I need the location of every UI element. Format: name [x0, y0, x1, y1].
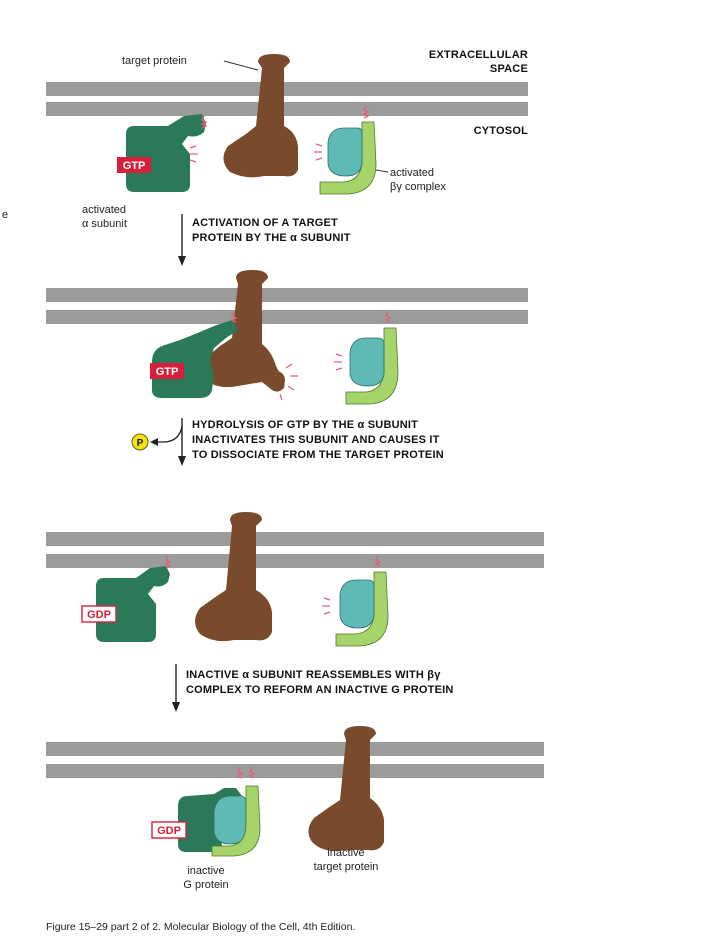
step-2: P HYDROLYSIS OF GTP BY THE α SUBUNIT INA…	[131, 418, 444, 466]
alpha-lipid-anchor	[200, 115, 208, 129]
membrane-outer-leaflet	[46, 82, 528, 96]
alpha-subunit-label: α subunit	[82, 218, 127, 230]
membrane-inner-leaflet	[46, 764, 544, 778]
bg-complex-label: βγ complex	[390, 181, 446, 193]
gdp-badge: GDP	[81, 605, 117, 623]
membrane-inner-leaflet	[46, 310, 528, 324]
bg-activation-marks	[314, 143, 323, 161]
panel-2: GTP	[46, 270, 528, 405]
beta-lipid-anchor	[248, 767, 256, 779]
membrane-inner-leaflet	[46, 554, 544, 568]
step-2-line-2: INACTIVATES THIS SUBUNIT AND CAUSES IT	[192, 434, 440, 446]
step-3-line-1: INACTIVE α SUBUNIT REASSEMBLES WITH βγ	[186, 669, 441, 681]
alpha-activation-marks	[189, 145, 198, 163]
step-1-line-2: PROTEIN BY THE α SUBUNIT	[192, 232, 351, 244]
figure-caption: Figure 15–29 part 2 of 2. Molecular Biol…	[46, 921, 355, 933]
target-protein-leader	[223, 60, 259, 71]
panel-4: GDP inactive G protein inactive target p…	[46, 726, 544, 891]
gtp-badge-bound: GTP	[150, 363, 184, 379]
cytosol-label: CYTOSOL	[474, 125, 528, 137]
phosphate-icon: P	[131, 433, 149, 451]
membrane-outer-leaflet	[46, 742, 544, 756]
membrane-inner-leaflet	[46, 102, 528, 116]
extracellular-space-label: SPACE	[490, 63, 528, 75]
svg-text:GTP: GTP	[156, 366, 179, 378]
alpha-lipid-anchor	[236, 767, 244, 779]
gtp-badge: GTP	[117, 157, 151, 173]
bg-activation-marks	[322, 597, 331, 615]
target-protein-label: target protein	[122, 55, 187, 67]
activated-bg-label: activated	[390, 167, 434, 179]
alpha-lipid-anchor	[230, 311, 238, 323]
svg-text:GDP: GDP	[157, 825, 181, 837]
target-protein-inactive	[308, 726, 384, 851]
gamma-subunit	[327, 127, 363, 177]
inactive-g-label: inactive	[187, 865, 224, 877]
step-3: INACTIVE α SUBUNIT REASSEMBLES WITH βγ C…	[172, 664, 454, 712]
target-protein	[223, 54, 298, 178]
svg-text:GTP: GTP	[123, 160, 146, 172]
gamma-subunit	[213, 795, 247, 845]
svg-text:P: P	[137, 438, 144, 449]
bg-label-leader	[375, 169, 389, 173]
target-activation-marks	[279, 363, 298, 401]
inactive-target-protein-label: target protein	[314, 861, 379, 873]
activated-alpha-label: activated	[82, 204, 126, 216]
gdp-badge: GDP	[151, 821, 187, 839]
beta-lipid-anchor	[384, 311, 392, 323]
g-protein-label: G protein	[183, 879, 228, 891]
inactive-target-label: inactive	[327, 847, 364, 859]
svg-text:GDP: GDP	[87, 609, 111, 621]
alpha-subunit-inactive	[96, 566, 170, 642]
bg-activation-marks	[334, 353, 343, 371]
gamma-subunit	[349, 337, 385, 387]
alpha-subunit	[126, 114, 206, 192]
beta-lipid-anchor	[374, 555, 382, 567]
panel-1: target protein EXTRACELLULAR SPACE CYTOS…	[2, 49, 528, 230]
beta-subunit	[335, 571, 389, 647]
extracellular-label: EXTRACELLULAR	[429, 49, 528, 61]
step-1: ACTIVATION OF A TARGET PROTEIN BY THE α …	[178, 214, 351, 266]
step-1-line-1: ACTIVATION OF A TARGET	[192, 217, 338, 229]
beta-subunit	[211, 785, 261, 857]
alpha-lipid-anchor	[164, 555, 172, 569]
target-protein-activated	[202, 270, 285, 392]
phosphate-release-arrow	[156, 425, 183, 443]
panel-3: GDP	[46, 512, 544, 647]
step-3-line-2: COMPLEX TO REFORM AN INACTIVE G PROTEIN	[186, 684, 454, 696]
step-2-line-3: TO DISSOCIATE FROM THE TARGET PROTEIN	[192, 449, 444, 461]
target-protein	[195, 512, 272, 642]
membrane-outer-leaflet	[46, 288, 528, 302]
step-2-line-1: HYDROLYSIS OF GTP BY THE α SUBUNIT	[192, 419, 418, 431]
beta-lipid-anchor	[362, 105, 370, 119]
gamma-subunit	[339, 579, 375, 629]
margin-mark: e	[2, 209, 8, 221]
membrane-outer-leaflet	[46, 532, 544, 546]
